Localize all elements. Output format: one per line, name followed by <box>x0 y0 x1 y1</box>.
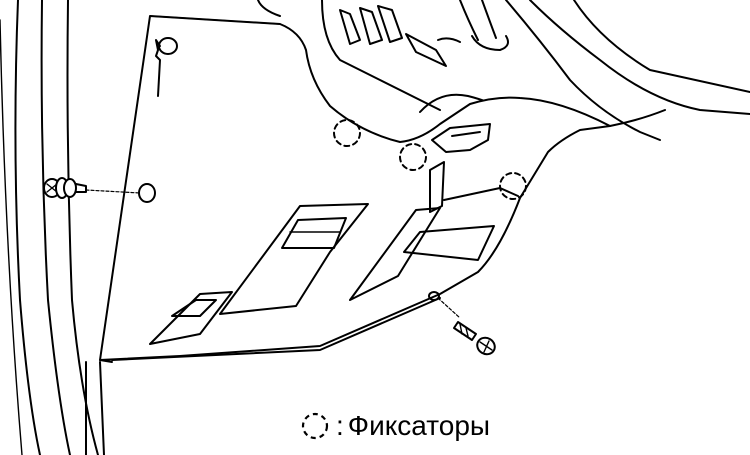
lower-trim-panel <box>99 15 611 363</box>
tapping-screw <box>437 297 496 356</box>
steering-column-area <box>257 0 750 141</box>
clip-location-markers <box>333 119 527 200</box>
legend-separator: : <box>336 410 344 441</box>
legend-label: Фиксаторы <box>347 410 491 441</box>
clip-location-marker <box>333 119 361 147</box>
bolt-with-washer <box>43 177 141 199</box>
door-pillar-lines <box>0 0 99 455</box>
clip-location-marker <box>399 143 427 171</box>
floor-lines <box>85 361 105 455</box>
clip-location-marker <box>499 172 527 200</box>
dashed-circle-icon <box>301 412 329 440</box>
legend: : Фиксаторы <box>300 404 490 448</box>
